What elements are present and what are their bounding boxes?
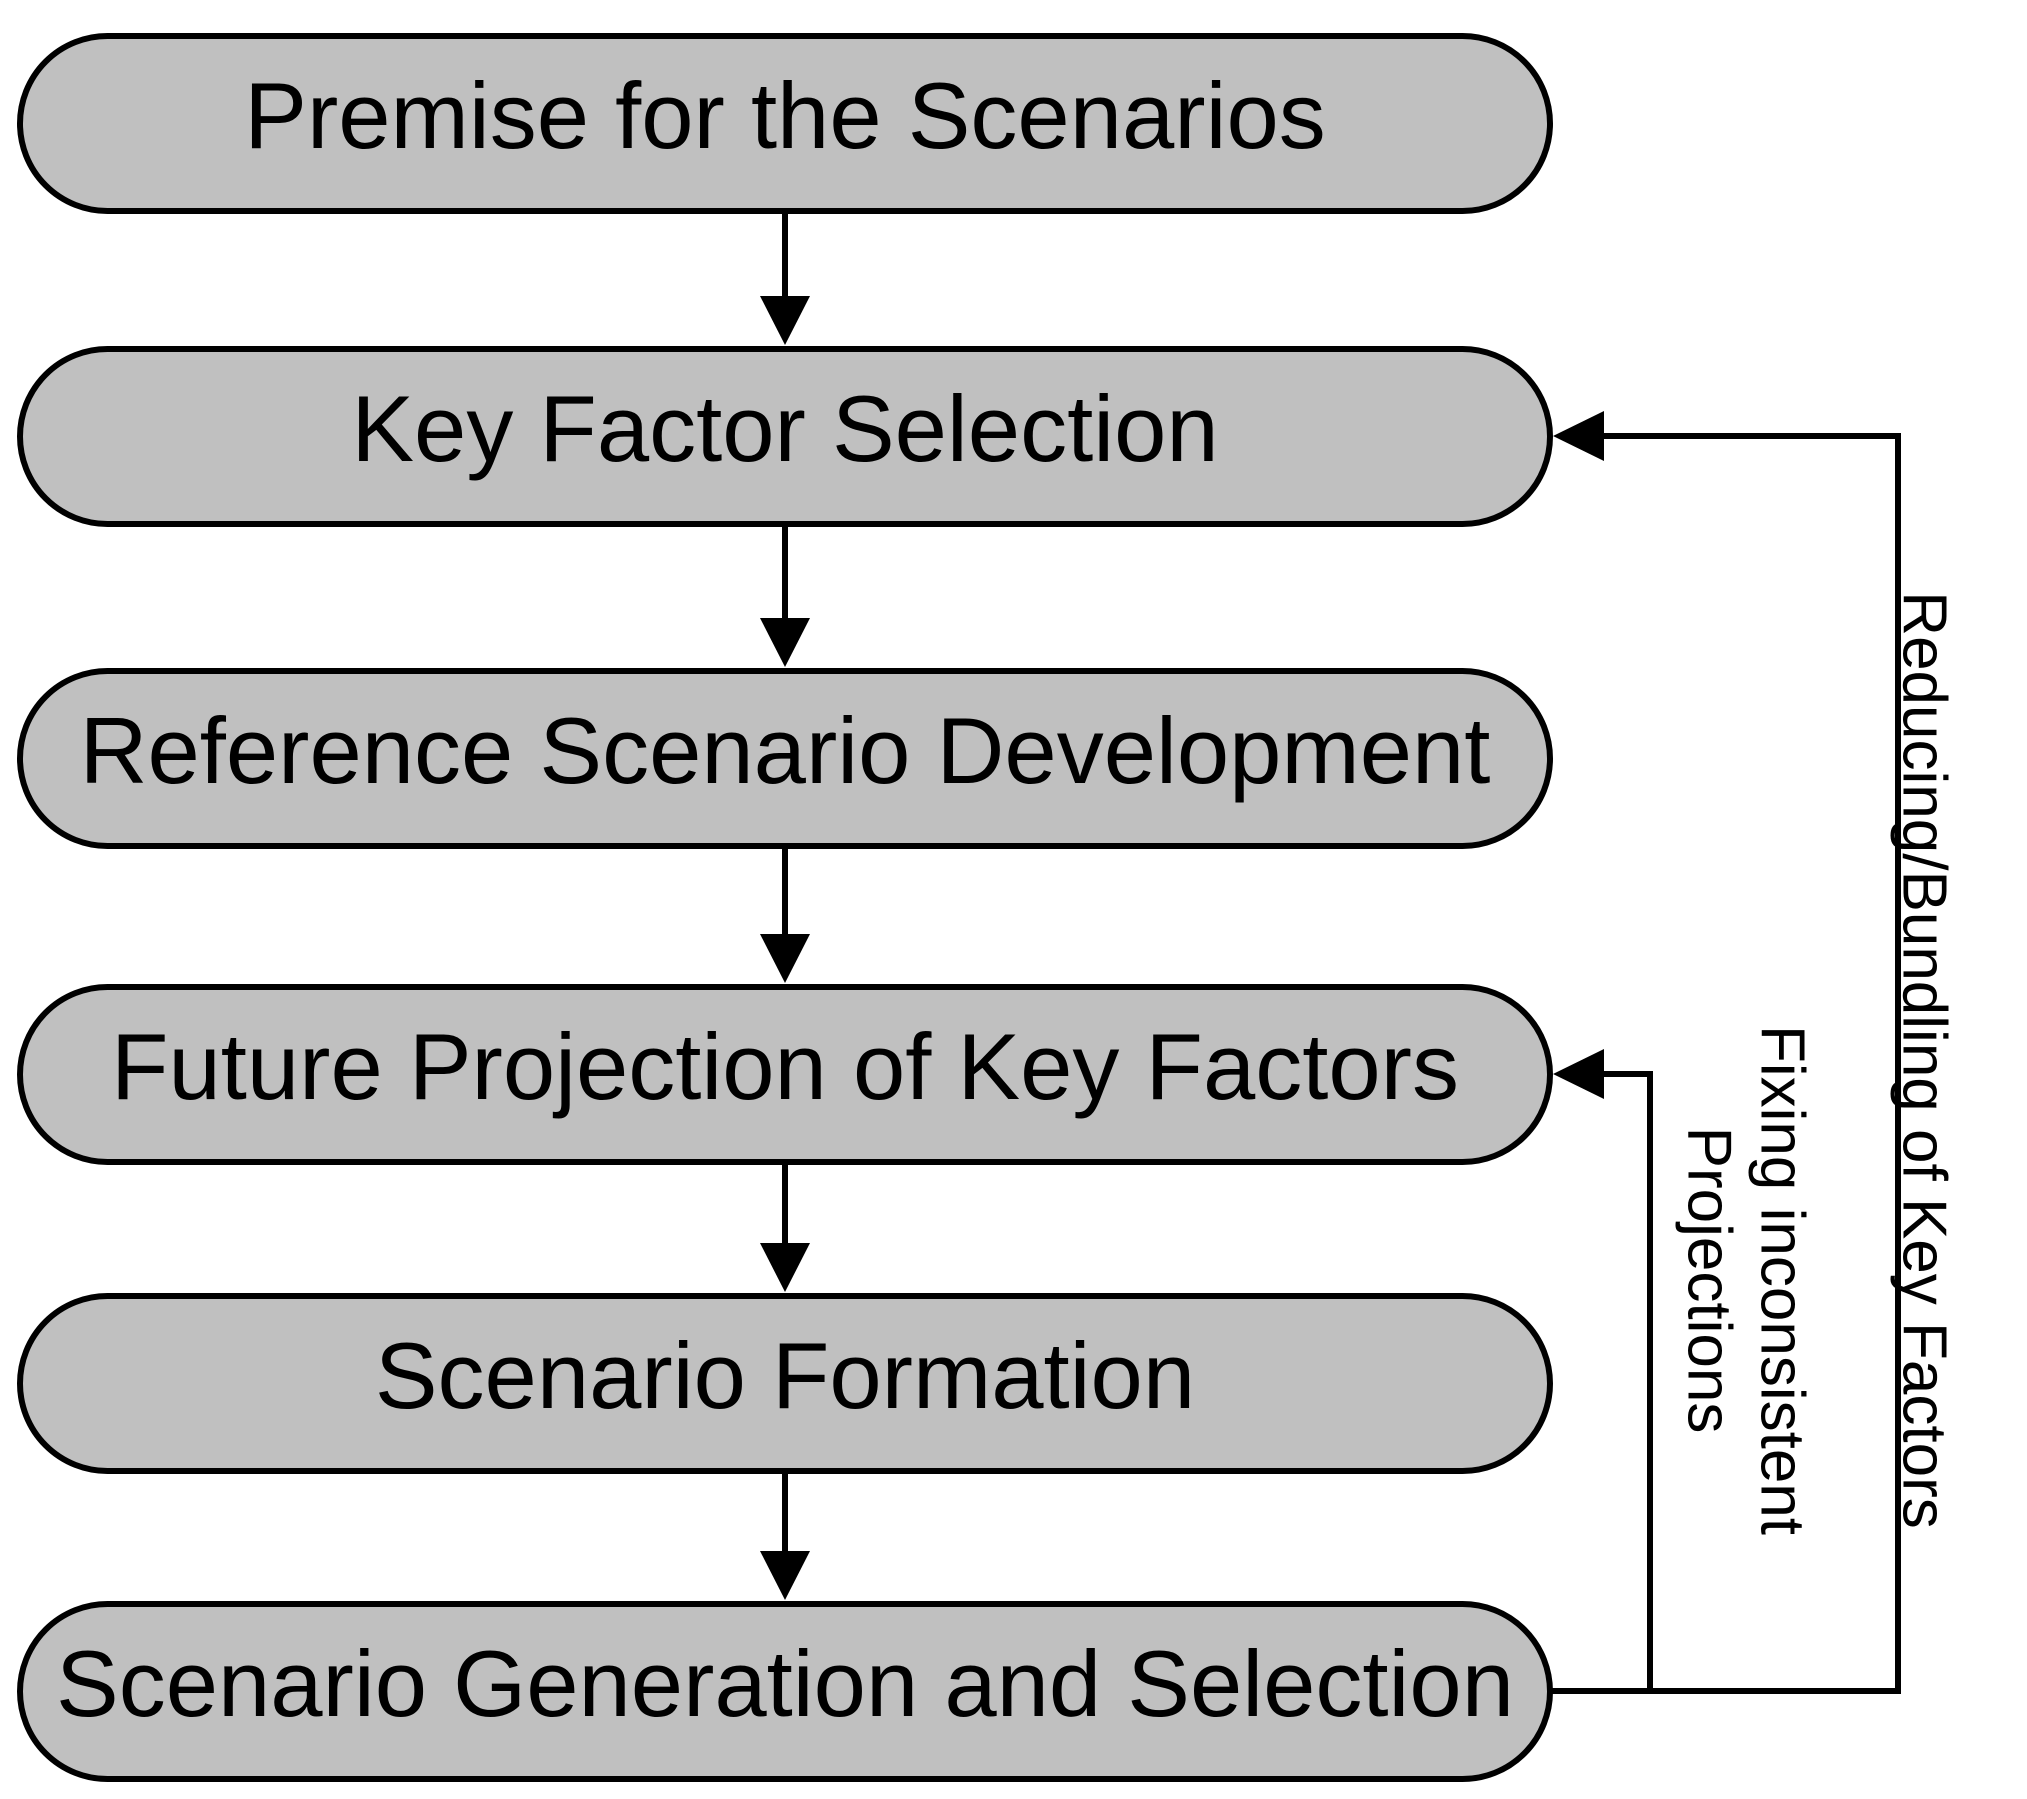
stage-label: Scenario Generation and Selection	[56, 1631, 1514, 1736]
stage-reference-scenario-development: Reference Scenario Development	[17, 668, 1553, 849]
feedback-label: Projections	[1675, 1127, 1744, 1434]
stage-key-factor-selection: Key Factor Selection	[17, 346, 1553, 527]
flow-arrow	[760, 524, 810, 667]
feedback-label: Reducing/Bundling of Key Factors	[1890, 591, 1959, 1528]
flow-arrow	[760, 1471, 810, 1600]
stage-future-projection: Future Projection of Key Factors	[17, 984, 1553, 1165]
stage-label: Scenario Formation	[375, 1323, 1195, 1428]
stage-premise: Premise for the Scenarios	[17, 33, 1553, 214]
stage-scenario-formation: Scenario Formation	[17, 1293, 1553, 1474]
flow-arrow	[760, 211, 810, 345]
stage-label: Key Factor Selection	[351, 376, 1218, 481]
stage-scenario-generation-selection: Scenario Generation and Selection	[17, 1601, 1553, 1782]
stage-label: Premise for the Scenarios	[244, 63, 1325, 168]
feedback-loop-fixing-projections: Fixing inconsistent Projections	[1553, 1025, 1817, 1691]
flow-arrow	[760, 846, 810, 983]
feedback-label: Fixing inconsistent	[1748, 1025, 1817, 1535]
feedback-loop-reducing-bundling: Reducing/Bundling of Key Factors	[1550, 411, 1959, 1694]
stage-label: Reference Scenario Development	[80, 698, 1491, 803]
stage-label: Future Projection of Key Factors	[111, 1014, 1459, 1119]
flow-arrow	[760, 1162, 810, 1292]
